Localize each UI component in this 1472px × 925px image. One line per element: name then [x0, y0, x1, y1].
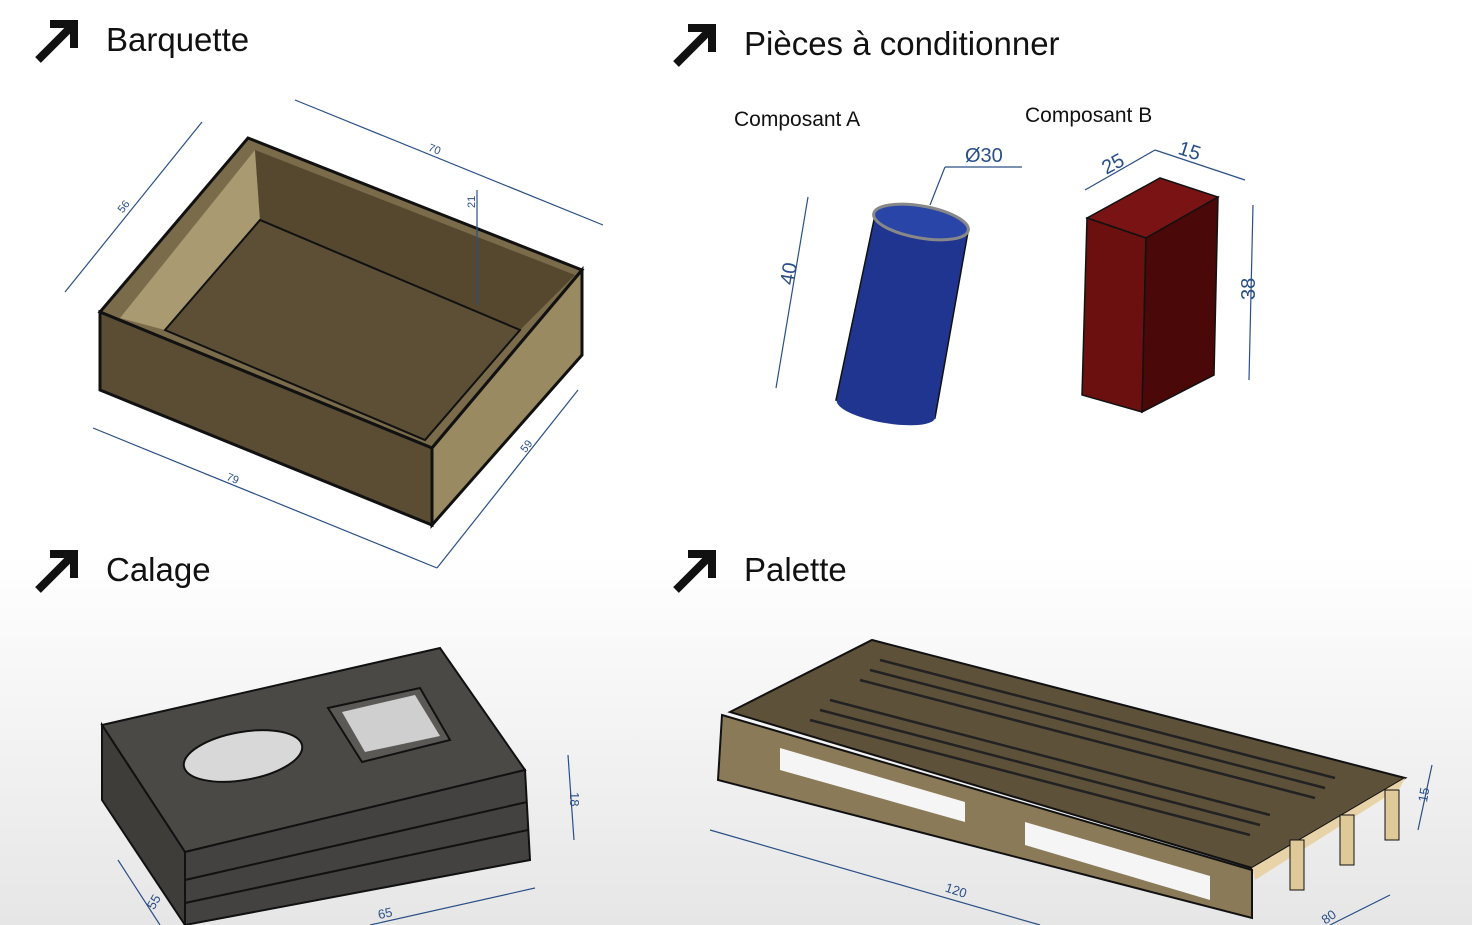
composant-b-label: Composant B — [1025, 104, 1153, 127]
arrow-up-right-icon — [35, 20, 78, 63]
composant-a-dim-diameter: Ø30 — [965, 145, 1003, 167]
palette-dim-length: 120 — [943, 880, 968, 901]
barquette-dim-height: 21 — [466, 196, 478, 208]
arrow-up-right-icon — [673, 24, 716, 67]
calage-dim-height: 18 — [567, 792, 582, 806]
composant-b-drawing: 25 15 38 — [1081, 137, 1260, 414]
section-title-barquette: Barquette — [32, 14, 249, 66]
calage-dim-length: 65 — [376, 904, 393, 922]
calage-dim-width: 55 — [144, 892, 164, 912]
palette-title: Palette — [744, 551, 847, 588]
barquette-dim-outer-length: 79 — [225, 471, 241, 487]
section-title-palette: Palette — [670, 544, 847, 596]
composant-a-dim-height: 40 — [776, 261, 802, 287]
section-title-pieces: Pièces à conditionner — [670, 18, 1060, 70]
arrow-up-right-icon — [35, 550, 78, 593]
pieces-title: Pièces à conditionner — [744, 25, 1060, 62]
section-title-calage: Calage — [32, 544, 211, 596]
palette-dim-height: 15 — [1415, 786, 1432, 803]
composant-a-label: Composant A — [734, 108, 861, 131]
composant-b-dim-height: 38 — [1238, 278, 1260, 300]
composant-b-dim-depth: 25 — [1098, 149, 1128, 179]
calage-drawing: 18 55 65 — [100, 646, 582, 925]
barquette-dim-length: 70 — [426, 142, 442, 158]
barquette-dim-outer-width: 59 — [518, 438, 535, 455]
barquette-title: Barquette — [106, 21, 250, 58]
barquette-dim-width: 56 — [116, 198, 133, 215]
composant-b-dim-width: 15 — [1175, 137, 1203, 165]
arrow-up-right-icon — [673, 550, 716, 593]
palette-drawing: 120 15 80 — [709, 638, 1433, 925]
barquette-drawing: 56 70 21 79 59 — [64, 99, 604, 569]
calage-title: Calage — [106, 551, 211, 588]
composant-a-drawing: 40 Ø30 — [775, 145, 1022, 426]
